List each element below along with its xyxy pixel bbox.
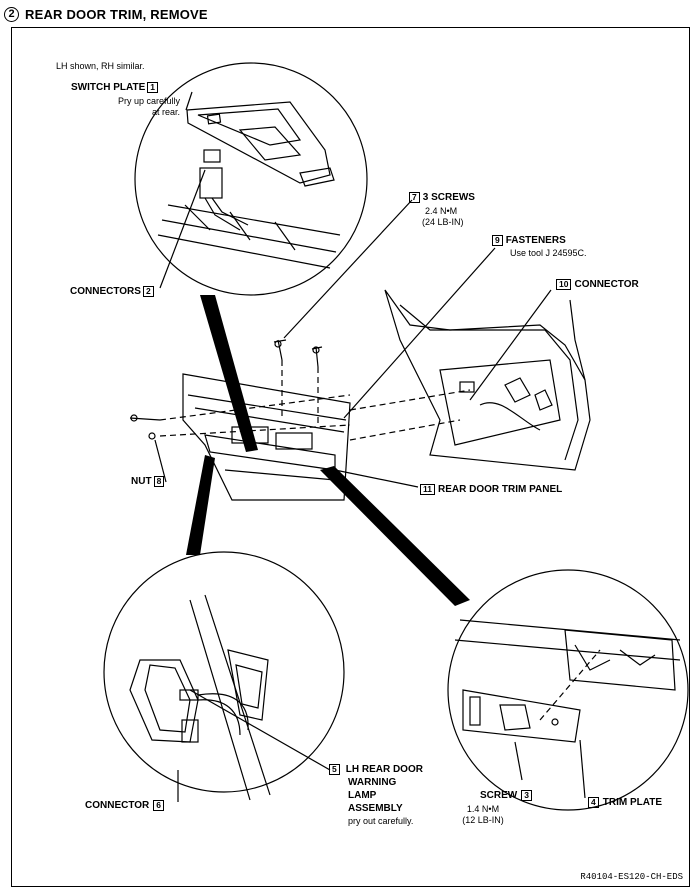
view-note: LH shown, RH similar. bbox=[56, 61, 145, 71]
detail-circle-warning-lamp bbox=[103, 551, 345, 793]
callout-warning-lamp-line-3: LAMP bbox=[348, 790, 377, 801]
callout-warning-lamp-note: pry out carefully. bbox=[348, 816, 414, 826]
callout-warning-lamp-line-2: WARNING bbox=[348, 777, 397, 788]
detail-circle-trim-plate bbox=[447, 569, 689, 811]
callout-3-screws-torque-imperial: (24 LB-IN) bbox=[422, 217, 464, 227]
callout-3-screws-torque: 2.4 N•M bbox=[425, 206, 458, 216]
trim-panel-outline bbox=[182, 373, 351, 501]
step-header: 2 REAR DOOR TRIM, REMOVE bbox=[4, 4, 208, 24]
figure-reference: R40104-ES120-CH-EDS bbox=[580, 872, 683, 882]
callout-switch-plate-note-1: Pry up carefully bbox=[117, 96, 180, 106]
callout-switch-plate-note-2: at rear. bbox=[151, 107, 180, 117]
door-frame-outline bbox=[384, 289, 591, 471]
detail-leader-band-right bbox=[320, 466, 470, 606]
step-number: 2 bbox=[4, 6, 19, 22]
callout-fasteners-tool: Use tool J 24595C. bbox=[510, 248, 587, 258]
diagram-frame bbox=[11, 27, 690, 887]
detail-circle-switch-plate bbox=[134, 62, 368, 296]
callout-screw-torque-imperial: (12 LB-IN) bbox=[462, 815, 504, 825]
page-title: REAR DOOR TRIM, REMOVE bbox=[25, 6, 208, 22]
detail-leader-band-top bbox=[200, 295, 258, 452]
callout-screw-torque: 1.4 N•M bbox=[466, 804, 500, 814]
callout-warning-lamp-line-4: ASSEMBLY bbox=[348, 803, 403, 814]
detail-leader-band-left bbox=[186, 455, 215, 555]
